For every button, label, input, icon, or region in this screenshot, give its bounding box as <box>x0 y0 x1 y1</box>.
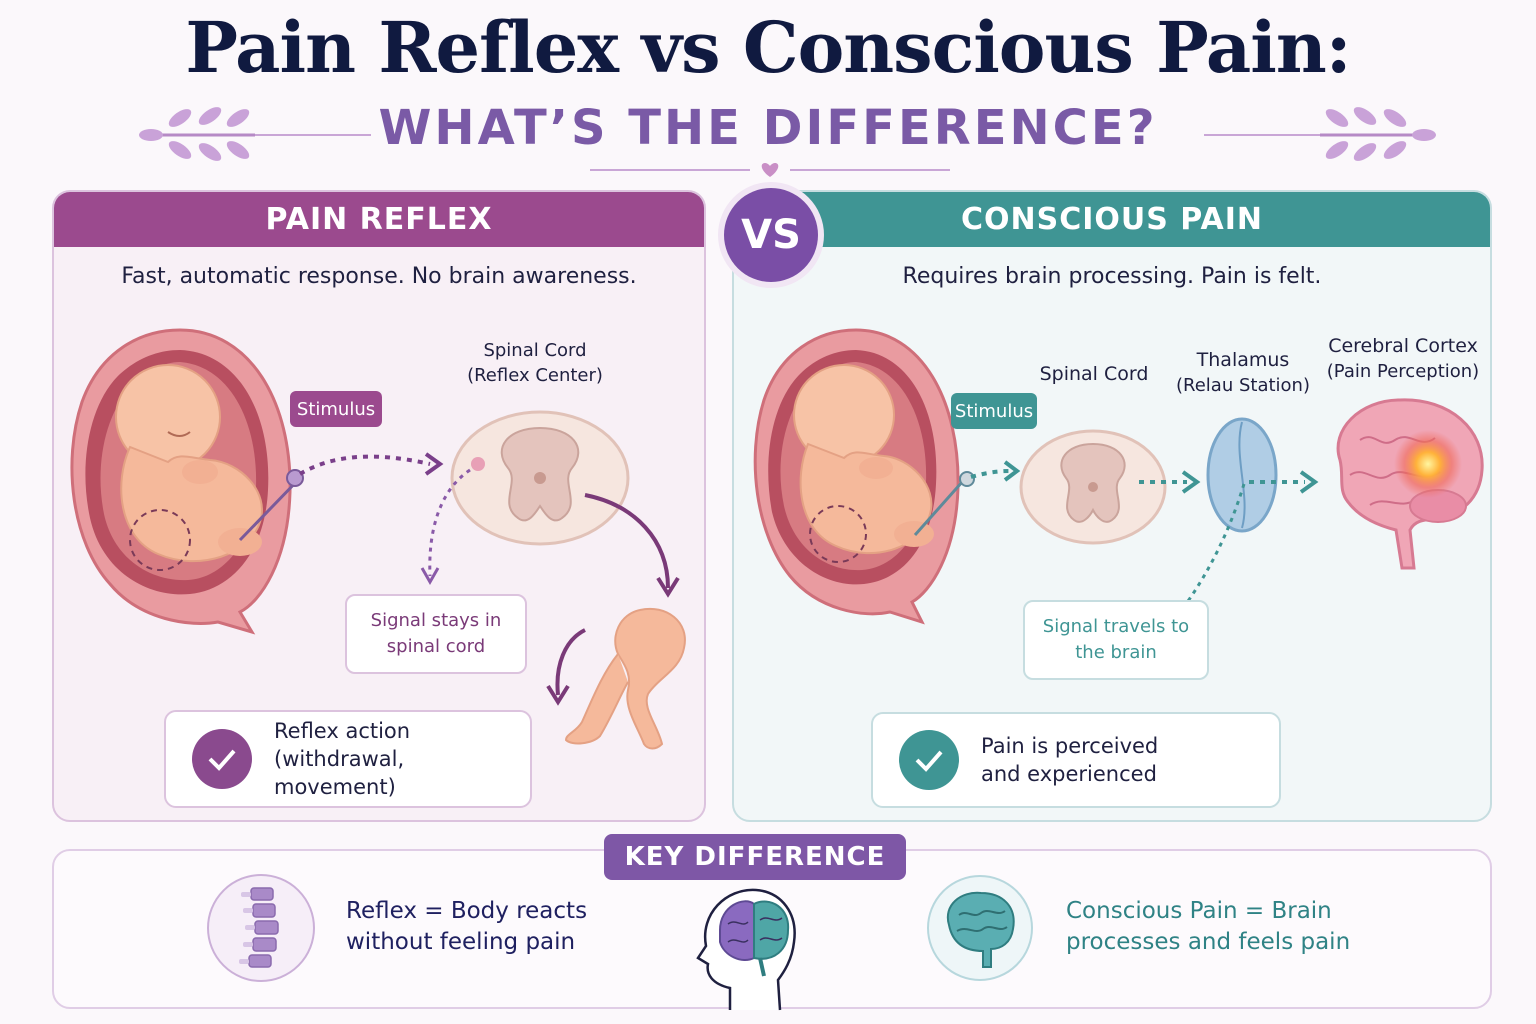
conscious-stimulus-arrow <box>913 460 1021 536</box>
conscious-result-line2: and experienced <box>981 762 1157 786</box>
conscious-stimulus-tag: Stimulus <box>951 393 1037 429</box>
reflex-spinal-label: Spinal Cord (Reflex Center) <box>467 340 603 386</box>
reflex-result-line2: (withdrawal, movement) <box>274 747 405 799</box>
heart-divider-icon <box>590 163 950 177</box>
thalamus-label: Thalamus (Relau Station) <box>1176 349 1310 396</box>
spine-icon <box>207 874 315 982</box>
left-leaf-ornament-icon <box>139 107 371 161</box>
reflex-result-box: Reflex action (withdrawal, movement) <box>164 710 532 808</box>
signal-to-brain-dotted-path <box>1184 483 1246 605</box>
key-conscious-text: Conscious Pain = Brain processes and fee… <box>1066 898 1351 955</box>
spinal-cord-cross-section-icon <box>1019 429 1167 545</box>
fetus-in-womb-icon <box>70 328 292 635</box>
withdrawing-leg-icon <box>564 607 686 750</box>
right-leaf-ornament-icon <box>1204 107 1436 161</box>
reflex-signal-arrow <box>238 452 444 542</box>
vs-badge: VS <box>724 188 818 282</box>
conscious-check-icon <box>899 730 959 790</box>
reflex-check-icon <box>192 729 252 789</box>
key-difference-heading: KEY DIFFERENCE <box>604 834 906 880</box>
reflex-result-line1: Reflex action <box>274 719 411 743</box>
conscious-result-box: Pain is perceived and experienced <box>871 712 1281 808</box>
brain-pain-perception-icon <box>1336 398 1484 570</box>
spinal-cord-cross-section-icon <box>450 410 630 546</box>
head-profile-brain-icon <box>696 888 796 1011</box>
conscious-pain-heading: CONSCIOUS PAIN <box>734 192 1490 247</box>
conscious-result-line1: Pain is perceived <box>981 734 1159 758</box>
page-title: Pain Reflex vs Conscious Pain: <box>185 6 1351 89</box>
reflex-arc-arrows <box>420 468 680 706</box>
fetus-in-womb-icon <box>753 328 960 625</box>
thalamus-icon <box>1206 417 1278 533</box>
cortex-label: Cerebral Cortex (Pain Perception) <box>1326 335 1480 382</box>
brain-icon <box>927 875 1033 981</box>
key-reflex-text: Reflex = Body reacts without feeling pai… <box>346 898 588 955</box>
page-subtitle: WHAT’S THE DIFFERENCE? <box>378 100 1158 156</box>
conscious-spinal-label: Spinal Cord <box>1039 363 1149 385</box>
pain-reflex-description: Fast, automatic response. No brain aware… <box>121 264 637 289</box>
thalamus-to-cortex-arrow <box>1249 470 1319 494</box>
pain-reflex-heading: PAIN REFLEX <box>54 192 704 247</box>
reflex-stimulus-tag: Stimulus <box>290 391 382 427</box>
conscious-pain-description: Requires brain processing. Pain is felt. <box>902 264 1322 289</box>
spinal-to-thalamus-arrow <box>1139 470 1201 494</box>
